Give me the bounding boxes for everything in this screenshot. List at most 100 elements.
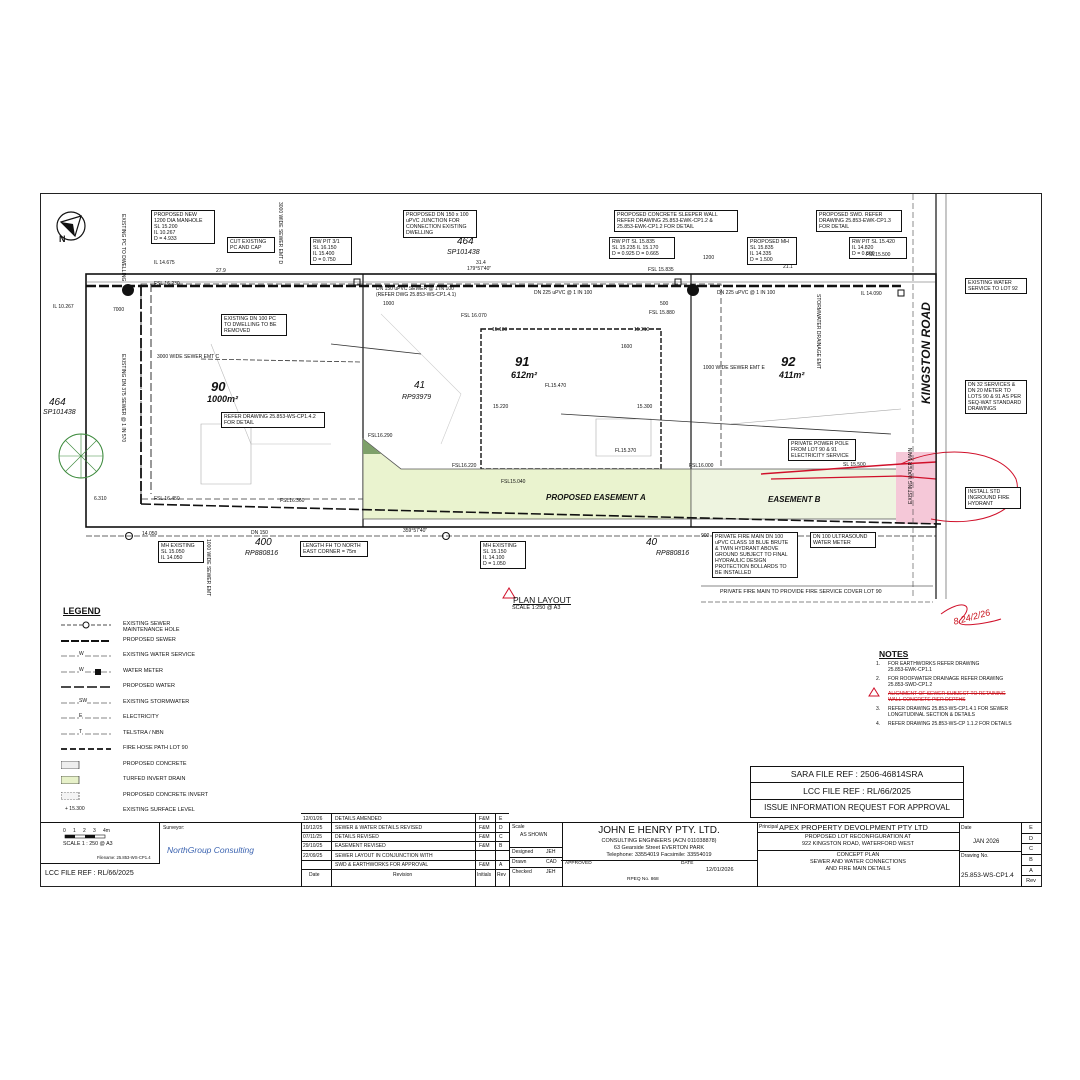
revision-date: 29/10/25	[303, 843, 323, 850]
rev-cell: B	[1021, 855, 1041, 866]
level-fsl-16290: FSL16.290	[368, 433, 393, 439]
warning-triangle-icon	[868, 687, 880, 697]
callout-refer-142: REFER DRAWING 25.853-WS-CP1.4.2 FOR DETA…	[221, 412, 325, 428]
note-item: 1.FOR EARTHWORKS REFER DRAWING 25.853-EW…	[876, 661, 979, 673]
pipe-label-dn225-b: DN 225 uPVC @ 1 IN 100	[717, 290, 776, 296]
manhole-icon	[122, 284, 134, 296]
legend-fire-hose-icon	[61, 745, 111, 753]
checked-label: Checked	[512, 869, 532, 875]
revision-date: 12/01/26	[303, 815, 323, 822]
callout-rwpit-left: RW PIT 3/1 SL 16.150 IL 15.400 D = 0.750	[310, 237, 352, 265]
level-fl-15470: FL15.470	[545, 383, 567, 389]
dim-900: 900	[701, 533, 710, 539]
callout-fire-main: PRIVATE FIRE MAIN DN 100 uPVC CLASS 18 B…	[712, 532, 798, 578]
legend-code: T	[79, 728, 83, 735]
road-name: KINGSTON ROAD	[919, 302, 933, 404]
plan-drawing: N	[56, 194, 1018, 697]
designed-value: JEH	[546, 849, 556, 855]
callout-dn32-services: DN 32 SERVICES & DN 20 METER TO LOTS 90 …	[965, 380, 1027, 414]
note-item: ALIGNMENT OF SEWER SUBJECT TO RETAINING …	[876, 691, 1006, 703]
pipe-label-stormwater: STORMWATER DRAINAGE EMT	[815, 294, 821, 369]
approved-date: 12/01/2026	[706, 867, 734, 873]
principal-panel: Principal APEX PROPERTY DEVOLPMENT PTY L…	[757, 823, 960, 887]
callout-manhole: PROPOSED NEW 1200 DIA MANHOLE SL 15.200 …	[151, 210, 215, 244]
legend-label: PROPOSED WATER	[123, 683, 175, 689]
lot-90-number: 90	[211, 379, 226, 394]
lot-92-number: 92	[781, 354, 796, 369]
legend-code: W	[79, 666, 84, 673]
legend-title: LEGEND	[63, 606, 101, 616]
legend-label: FIRE HOSE PATH LOT 90	[123, 745, 188, 751]
revision-initials: F&M	[479, 834, 490, 841]
company-sub: CONSULTING ENGINEERS (ACN 011038878)	[601, 838, 717, 844]
lot-464-left-number: 464	[49, 397, 66, 408]
level-fsl-16450: FSL 16.450	[154, 496, 180, 502]
drawing-number-panel: Date JAN 2026 Drawing No. 25.853-WS-CP1.…	[959, 823, 1022, 887]
callout-proposed-mh: PROPOSED MH SL 15.835 IL 14.335 D = 1.50…	[747, 237, 797, 265]
drawn-value: CAD	[546, 859, 557, 865]
rev-cell: C	[1021, 844, 1041, 855]
tree-icon	[58, 433, 104, 479]
pipe-label-existing-375: EXISTING DN 375 SEWER @ 1 IN 570	[120, 354, 126, 443]
dim-21-1: 21.1	[783, 264, 793, 270]
revision-date: 22/09/25	[303, 852, 323, 859]
level-fsl-15500: FSL15.500	[866, 252, 891, 258]
revision-initials: F&M	[479, 862, 490, 868]
dim-27-9: 27.9	[216, 268, 226, 274]
level-fsl-16000: FSL16.000	[689, 463, 714, 469]
legend-proposed-sewer-icon	[61, 637, 111, 645]
header-rev: Rev	[497, 871, 506, 878]
level-fl-15370: FL15.370	[615, 448, 637, 454]
legend-item: PROPOSED CONCRETE INVERT	[51, 789, 291, 803]
legend-proposed-water-icon	[61, 683, 111, 691]
pipe-label-sewer-e: 1000 WIDE SEWER EMT E	[703, 365, 765, 371]
revision-letter: B	[499, 843, 503, 850]
drawing-number: 25.853-WS-CP1.4	[961, 872, 1014, 879]
rev-cell: D	[1021, 834, 1041, 845]
callout-existing-water: EXISTING WATER SERVICE TO LOT 92	[965, 278, 1027, 294]
issue-status: ISSUE INFORMATION REQUEST FOR APPROVAL	[764, 803, 950, 812]
note-item: 4.REFER DRAWING 25.853-WS-CP 1.1.2 FOR D…	[876, 721, 1012, 727]
scale-tick: 0	[63, 828, 66, 834]
scale-tick: 1	[73, 828, 76, 834]
pink-zone	[896, 452, 936, 524]
note-number: 2.	[876, 676, 881, 682]
level-il-10267: IL 10.267	[53, 304, 74, 310]
warning-triangle-icon	[502, 587, 516, 599]
plan-layout-title: PLAN LAYOUT	[513, 595, 571, 605]
level-fsl-16070: FSL 16.070	[461, 313, 487, 319]
note-item: 3.REFER DRAWING 25.853-WS-CP1.4.1 FOR SE…	[876, 706, 1008, 718]
lot-91-area: 612m²	[511, 370, 538, 380]
callout-sleeper-wall: PROPOSED CONCRETE SLEEPER WALL REFER DRA…	[614, 210, 738, 232]
callout-swd-refer: PROPOSED SWD. REFER DRAWING 25.853-EWK-C…	[816, 210, 902, 232]
legend: EXISTING SEWER MAINTENANCE HOLE PROPOSED …	[51, 618, 311, 818]
revision-letter: D	[499, 824, 503, 831]
easement-b-label: EASEMENT B	[768, 495, 821, 504]
lot-40-plan: RP880816	[656, 550, 690, 557]
note-number: 4.	[876, 721, 881, 727]
pipe-label-sewer-d: 3000 WIDE SEWER EMT D	[277, 202, 283, 265]
lot-92-area: 411m²	[779, 370, 805, 380]
surveyor-panel: Surveyor: NorthGroup Consulting	[159, 823, 302, 887]
surveyor-logo: NorthGroup Consulting	[167, 845, 254, 855]
drawing-no-label: Drawing No.	[961, 853, 989, 859]
legend-code: E	[79, 713, 83, 719]
revision-letter: A	[499, 862, 503, 868]
level-sl-15500: SL 15.500	[843, 462, 866, 468]
easement-a-label: PROPOSED EASEMENT A	[546, 493, 646, 502]
legend-label: EXISTING WATER SERVICE	[123, 652, 196, 658]
drawing-title: CONCEPT PLAN SEWER AND WATER CONNECTIONS…	[810, 852, 906, 872]
scale-tick: 2	[83, 828, 86, 834]
legend-turfed-icon	[61, 776, 111, 784]
revision-desc: SEWER LAYOUT IN CONJUNCTION WITH	[335, 852, 433, 859]
legend-item: FIRE HOSE PATH LOT 90	[51, 742, 291, 756]
note-text: FOR EARTHWORKS REFER DRAWING 25.853-EWK-…	[888, 661, 980, 673]
legend-item: EXISTING SEWER MAINTENANCE HOLE	[51, 618, 291, 633]
lot-400-number: 400	[255, 537, 272, 548]
legend-label: PROPOSED SEWER	[123, 636, 176, 643]
